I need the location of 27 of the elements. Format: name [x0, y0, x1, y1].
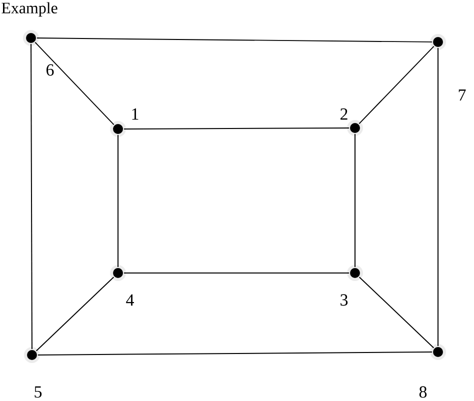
vertex-label: 4 [126, 294, 134, 306]
edge-line [123, 128, 350, 130]
vertex-label: 1 [132, 108, 138, 120]
edge-line [30, 43, 32, 350]
edge-line [37, 352, 433, 356]
vertex-label: 3 [340, 294, 348, 306]
vertex-dot [430, 34, 446, 50]
edge-line [123, 272, 350, 274]
vertex-dot [23, 30, 39, 46]
edge-line [34, 42, 114, 126]
edge-line [358, 46, 434, 124]
vertex-dot [347, 265, 363, 281]
edge-line [354, 133, 356, 268]
vertex-dot [24, 347, 40, 363]
edge-line [358, 276, 434, 348]
vertex-label: 7 [458, 89, 466, 101]
title: Example [2, 2, 58, 17]
vertex-dot [347, 120, 363, 136]
vertex-label: 8 [419, 386, 427, 398]
vertex-dot [430, 344, 446, 360]
vertex-label: 5 [34, 386, 42, 398]
vertex-label: 2 [340, 108, 348, 120]
vertex-dot [110, 265, 126, 281]
vertex-dot [110, 121, 126, 137]
vertex-label: 6 [46, 64, 54, 76]
edge-line [36, 276, 114, 352]
edge-line [36, 38, 433, 42]
